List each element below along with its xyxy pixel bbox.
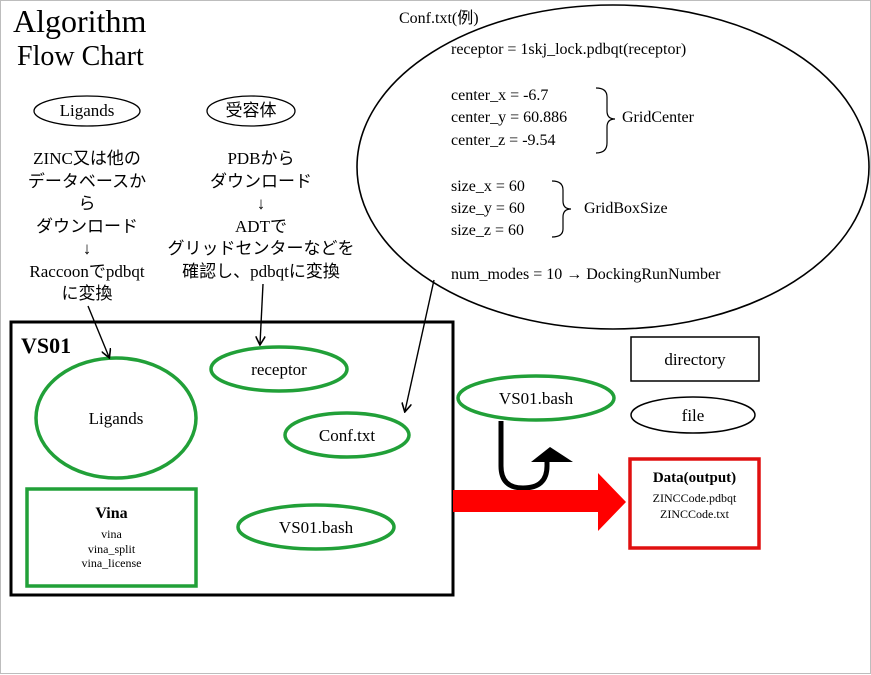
receptor-source-ellipse bbox=[206, 95, 296, 127]
bash-file-label: VS01.bash bbox=[278, 518, 354, 537]
receptor-file-label: receptor bbox=[251, 360, 307, 379]
receptor-to-vs01-arrow bbox=[260, 283, 263, 344]
grid-size-label: GridBoxSize bbox=[584, 200, 668, 217]
vina-file: vina_split bbox=[87, 541, 136, 556]
vina-file: vina_license bbox=[81, 556, 142, 570]
receptor-step: ADTで bbox=[235, 216, 287, 236]
output-file: ZINCCode.pdbqt bbox=[652, 491, 737, 505]
grid-center-label: GridCenter bbox=[622, 109, 694, 126]
grid-center-brace bbox=[595, 87, 616, 154]
file-legend-label: file bbox=[681, 406, 705, 425]
output-red-arrow bbox=[453, 473, 626, 531]
ligand-step: ZINC又は他の bbox=[33, 149, 141, 168]
vina-directory-box bbox=[25, 487, 198, 588]
ligands-file-ellipse bbox=[34, 356, 198, 480]
directory-legend-label: directory bbox=[664, 350, 726, 369]
output-file-list: ZINCCode.pdbqt ZINCCode.txt bbox=[630, 490, 759, 522]
vina-file-list: vina vina_split vina_license bbox=[29, 527, 194, 571]
output-file: ZINCCode.txt bbox=[660, 507, 729, 521]
conf-receptor-line: receptor = 1skj_lock.pdbqt(receptor) bbox=[451, 41, 687, 58]
conf-center-x: center_x = -6.7 bbox=[451, 87, 549, 104]
bash-file-ellipse bbox=[236, 503, 396, 551]
conf-center-z: center_z = -9.54 bbox=[451, 132, 556, 149]
receptor-file-ellipse bbox=[209, 345, 349, 393]
execute-loop-arrowhead bbox=[531, 447, 573, 462]
ligand-step: ダウンロード bbox=[36, 216, 138, 236]
output-title: Data(output) bbox=[652, 470, 737, 486]
directory-legend-box bbox=[630, 336, 760, 382]
conf-example-ellipse bbox=[356, 4, 870, 330]
receptor-step: 確認し、pdbqtに変換 bbox=[182, 261, 340, 281]
receptor-step: PDBから bbox=[227, 149, 295, 168]
conf-file-ellipse bbox=[283, 411, 411, 459]
conf-to-vs01-arrow bbox=[405, 279, 435, 411]
conf-size-z: size_z = 60 bbox=[451, 222, 524, 239]
vs01-title: VS01 bbox=[21, 333, 72, 358]
conf-num-modes-line: num_modes = 10 → DockingRunNumber bbox=[451, 266, 721, 283]
execute-loop-arrow bbox=[498, 421, 550, 491]
grid-size-brace bbox=[551, 180, 572, 238]
ligand-step: データベースか bbox=[27, 171, 147, 191]
file-legend-ellipse bbox=[630, 396, 756, 434]
receptor-prep-steps: PDBから ダウンロード ↓ ADTで グリッドセンターなどを 確認し、pdbq… bbox=[161, 148, 361, 283]
ligands-source-label: Ligands bbox=[59, 101, 115, 120]
vina-title: Vina bbox=[95, 505, 128, 522]
conf-size-x: size_x = 60 bbox=[451, 178, 525, 195]
down-arrow: ↓ bbox=[256, 194, 266, 213]
ligands-source-ellipse bbox=[33, 95, 141, 127]
vina-file: vina bbox=[101, 527, 122, 541]
output-directory-box bbox=[628, 457, 761, 550]
ligands-file-label: Ligands bbox=[88, 409, 144, 428]
conf-size-y: size_y = 60 bbox=[451, 200, 525, 217]
receptor-step: グリッドセンターなどを bbox=[167, 239, 355, 258]
ligands-to-vs01-arrow bbox=[87, 305, 109, 357]
conf-file-label: Conf.txt bbox=[318, 426, 376, 445]
conf-center-y: center_y = 60.886 bbox=[451, 109, 568, 126]
ligand-step: に変換 bbox=[61, 284, 113, 303]
diagram-subtitle: Flow Chart bbox=[17, 41, 144, 72]
down-arrow: ↓ bbox=[82, 239, 92, 258]
run-bash-label: VS01.bash bbox=[498, 389, 574, 408]
receptor-step: ダウンロード bbox=[210, 171, 312, 191]
run-bash-ellipse bbox=[456, 374, 616, 422]
ligand-prep-steps: ZINC又は他の データベースか ら ダウンロード ↓ Raccoonでpdbq… bbox=[7, 148, 167, 306]
receptor-source-label: 受容体 bbox=[225, 101, 277, 120]
diagram-title: Algorithm bbox=[13, 3, 147, 39]
ligand-step: ら bbox=[78, 194, 96, 213]
ligand-step: Raccoonでpdbqt bbox=[29, 261, 145, 281]
vs01-directory-box bbox=[9, 320, 455, 597]
conf-example-header: Conf.txt(例) bbox=[399, 10, 479, 27]
